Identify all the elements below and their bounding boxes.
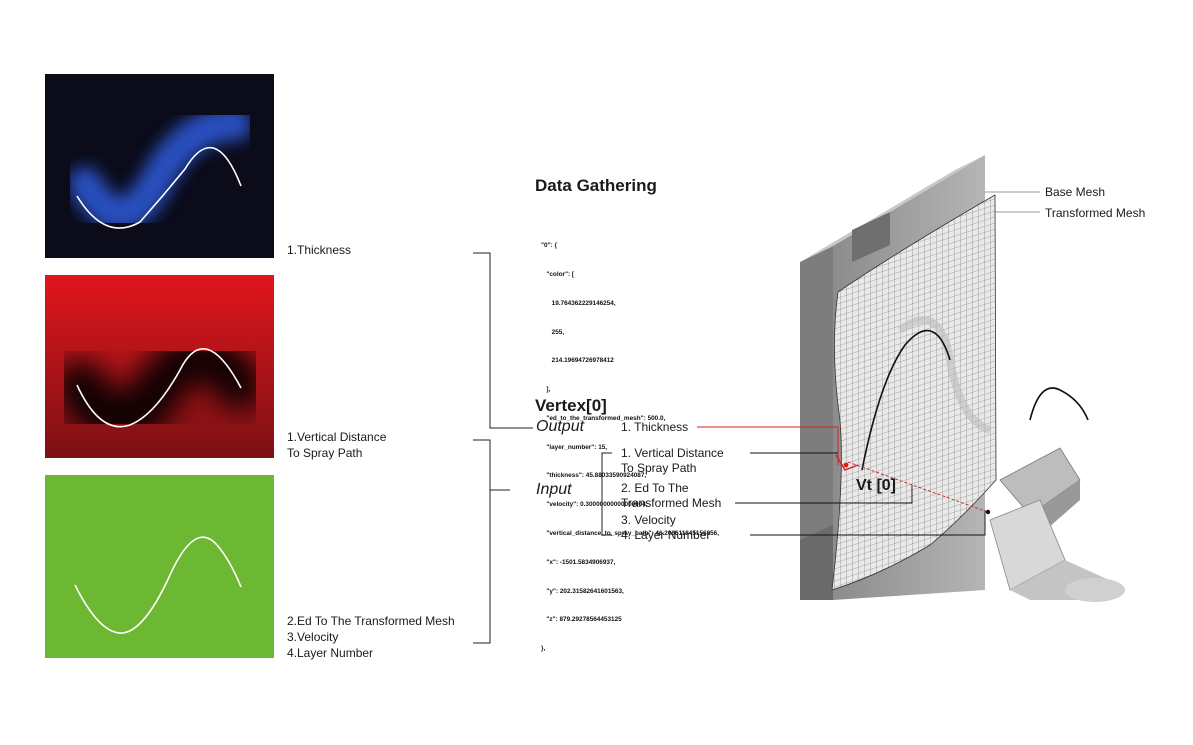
vertical-distance-map-panel xyxy=(45,275,274,458)
input-item-line: 3. Velocity xyxy=(621,513,676,527)
input-velocity-item: 3. Velocity xyxy=(621,513,676,528)
json-line: }, xyxy=(541,645,546,653)
green-attribute-map-panel xyxy=(45,475,274,658)
nozzle-point xyxy=(985,509,991,515)
json-line: 214.19694726978412 xyxy=(541,357,614,365)
vertical-distance-label-line: To Spray Path xyxy=(287,446,363,460)
json-line: "velocity": 0.30000000000000004, xyxy=(541,501,648,509)
input-label: Input xyxy=(536,481,572,498)
data-gathering-title: Data Gathering xyxy=(535,176,657,195)
json-line: "vertical_distance_to_spray_path": 46.20… xyxy=(541,530,720,537)
transformed-mesh-label: Transformed Mesh xyxy=(1045,206,1146,220)
vertical-distance-label-line: 1.Vertical Distance xyxy=(287,430,387,444)
json-line: "layer_number": 15, xyxy=(541,443,608,451)
spray-nozzle xyxy=(989,447,1125,602)
json-line: "color": [ xyxy=(541,270,575,278)
json-line: "z": 879.29278564453125 xyxy=(541,616,622,624)
ed-leader xyxy=(735,485,913,504)
output-label: Output xyxy=(536,418,585,435)
input-item-line: 2. Ed To The xyxy=(621,481,689,495)
thickness-leader xyxy=(697,426,839,465)
velocity-label-line: 3.Velocity xyxy=(287,630,339,644)
layer-number-label-line: 4.Layer Number xyxy=(287,646,374,660)
layer-number-leader xyxy=(750,510,986,536)
output-thickness-item: 1. Thickness xyxy=(621,420,688,435)
json-data-block: "0": { "color": [ 19.764362229146254, 25… xyxy=(541,222,719,663)
input-layer-number-item: 4. Layer Number xyxy=(621,528,710,543)
input-item-line: To Spray Path xyxy=(621,461,697,475)
vertex-point xyxy=(843,462,849,468)
left-bracket-upper xyxy=(473,252,533,429)
output-thickness-text: 1. Thickness xyxy=(621,420,689,434)
input-item-line: Transformed Mesh xyxy=(621,496,722,510)
thickness-map-panel xyxy=(45,74,274,258)
mesh-velocity-layer-label: 2.Ed To The Transformed Mesh 3.Velocity … xyxy=(287,613,455,661)
nozzle-path-curve xyxy=(1029,387,1089,421)
json-line: ], xyxy=(541,386,551,394)
left-bracket-lower xyxy=(473,439,510,644)
json-line: "thickness": 45.88033590924087, xyxy=(541,472,647,480)
json-line: "ed_to_the_transformed_mesh": 500.0, xyxy=(541,414,666,422)
input-ed-item: 2. Ed To The Transformed Mesh xyxy=(621,481,721,511)
input-bracket xyxy=(601,452,612,536)
vt-label: Vt [0] xyxy=(856,477,896,494)
input-vertical-distance-item: 1. Vertical Distance To Spray Path xyxy=(621,446,724,476)
vertex-marker xyxy=(835,454,859,471)
vertical-distance-label: 1.Vertical Distance To Spray Path xyxy=(287,429,386,461)
spray-path-curve xyxy=(861,329,951,471)
ed-label-line: 2.Ed To The Transformed Mesh xyxy=(287,614,455,628)
transformed-mesh xyxy=(831,194,997,591)
input-item-line: 1. Vertical Distance xyxy=(621,446,724,460)
json-line: "y": 202.31582641601563, xyxy=(541,587,624,595)
json-line: "0": { xyxy=(541,242,558,250)
thickness-label: 1.Thickness xyxy=(287,242,351,258)
json-line: 255, xyxy=(541,328,565,336)
vertex-title: Vertex[0] xyxy=(535,396,607,415)
json-line: 19.764362229146254, xyxy=(541,299,616,307)
thickness-label-line: 1.Thickness xyxy=(287,243,352,257)
json-line: "x": -1501.5834906937, xyxy=(541,558,616,566)
input-item-line: 4. Layer Number xyxy=(621,528,711,542)
base-mesh-label: Base Mesh xyxy=(1045,185,1106,199)
